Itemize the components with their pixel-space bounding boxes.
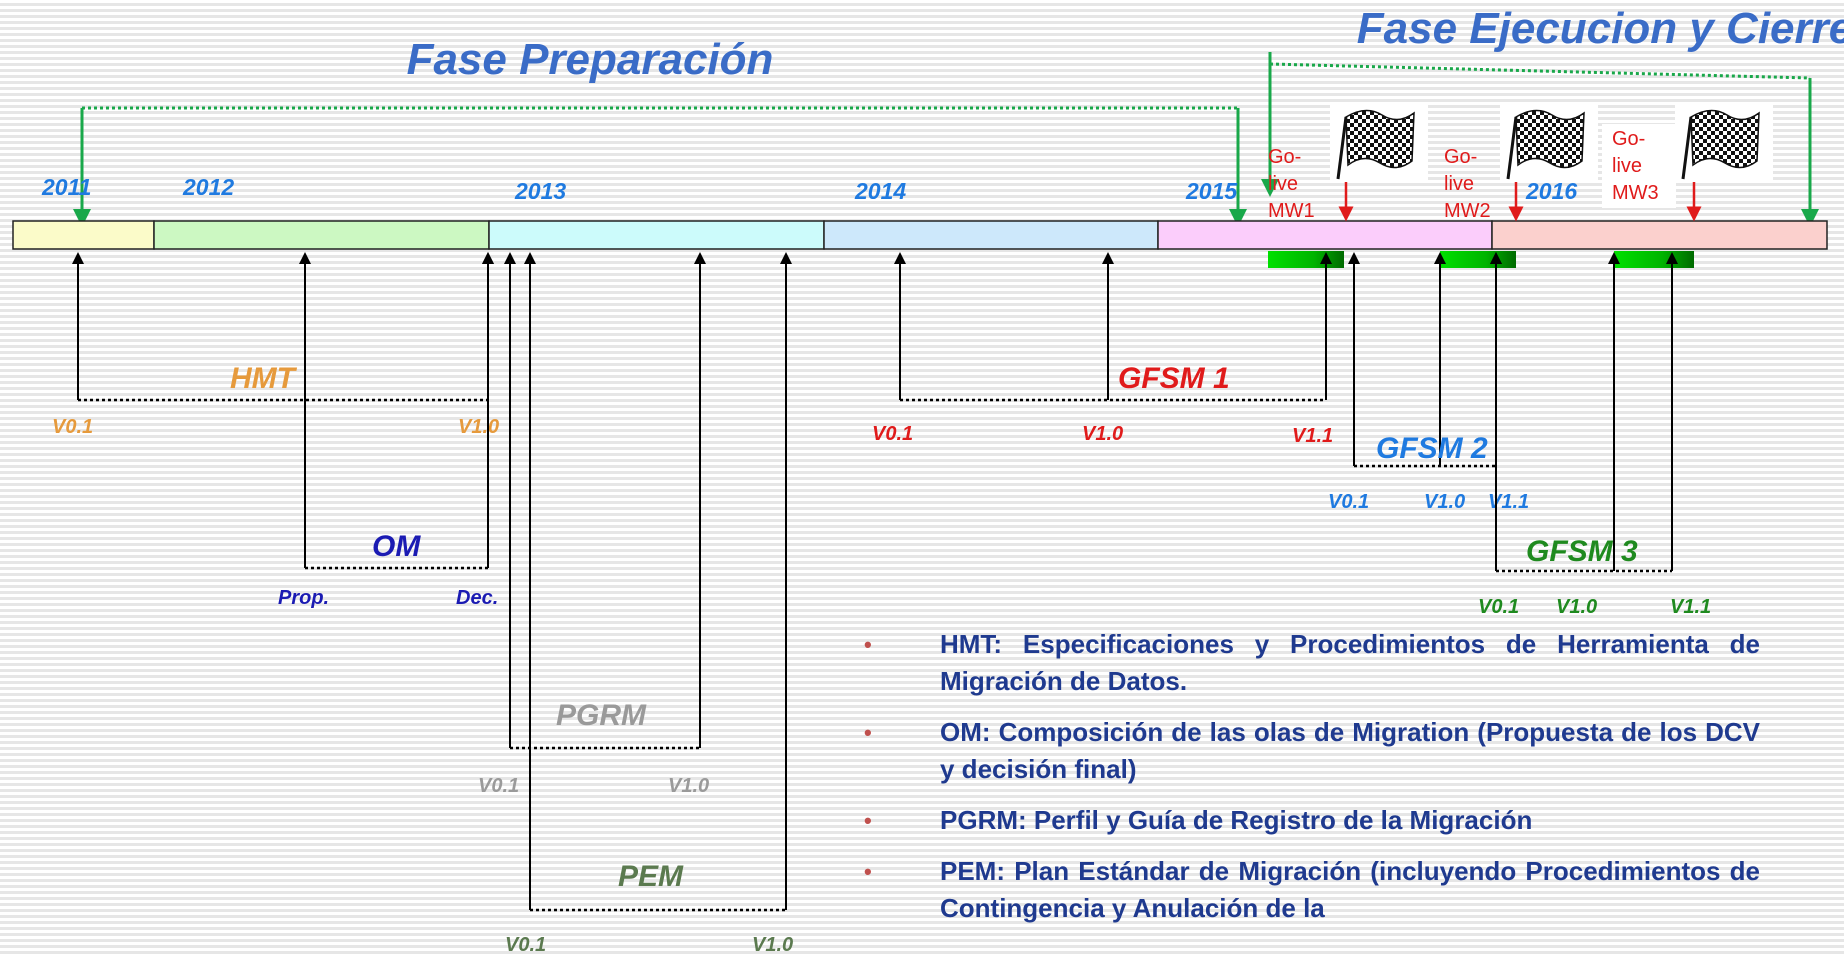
- year-label-2015: 2015: [1185, 178, 1238, 204]
- version-label: V0.1: [505, 934, 546, 956]
- version-label: V0.1: [1328, 491, 1369, 513]
- track-gfsm3: GFSM 3 V0.1 V1.0 V1.1: [1478, 252, 1711, 618]
- version-label: V0.1: [872, 423, 913, 445]
- version-label: V1.0: [458, 416, 499, 438]
- legend-item-pem: • PEM: Plan Estándar de Migración (inclu…: [860, 853, 1760, 927]
- bullet-icon: •: [864, 632, 872, 657]
- year-label-2014: 2014: [854, 178, 906, 204]
- version-label: V1.0: [752, 934, 793, 956]
- legend-item-om: • OM: Composición de las olas de Migrati…: [860, 714, 1760, 788]
- version-label: V0.1: [52, 416, 93, 438]
- version-label: V1.0: [668, 775, 709, 797]
- version-label: V1.0: [1556, 596, 1597, 618]
- year-segment-2015: [1157, 220, 1493, 250]
- legend-item-pgrm: • PGRM: Perfil y Guía de Registro de la …: [860, 802, 1760, 839]
- track-pgrm: PGRM V0.1 V1.0: [478, 252, 709, 797]
- svg-text:Go-: Go-: [1268, 146, 1301, 168]
- version-label: Dec.: [456, 587, 498, 609]
- track-label-om: OM: [372, 530, 421, 563]
- track-om: OM Prop. Dec.: [278, 252, 498, 609]
- golive-window-mw2: [1440, 251, 1516, 268]
- track-label-gfsm2: GFSM 2: [1376, 432, 1488, 465]
- golive-window-mw1: [1268, 251, 1344, 268]
- track-label-pgrm: PGRM: [556, 699, 647, 732]
- svg-text:MW2: MW2: [1444, 200, 1491, 222]
- year-label-2011: 2011: [41, 174, 91, 200]
- svg-text:Go-: Go-: [1612, 128, 1645, 150]
- version-label: V1.0: [1424, 491, 1465, 513]
- year-label-2013: 2013: [514, 178, 566, 204]
- track-label-gfsm3: GFSM 3: [1526, 535, 1638, 568]
- phase-bracket-preparation: [73, 106, 1247, 227]
- svg-text:Go-: Go-: [1444, 146, 1477, 168]
- bullet-icon: •: [864, 720, 872, 745]
- bullet-icon: •: [864, 859, 872, 884]
- legend-item-hmt: • HMT: Especificaciones y Procedimientos…: [860, 626, 1760, 700]
- phase-title-execution: Fase Ejecucion y Cierre: [1357, 4, 1844, 53]
- track-label-gfsm1: GFSM 1: [1118, 362, 1230, 395]
- checkered-flag-icon: [1500, 103, 1598, 183]
- year-segment-2011: [12, 220, 155, 250]
- phase-bracket-execution: [1261, 52, 1819, 227]
- year-segment-2012: [153, 220, 490, 250]
- version-label: V0.1: [1478, 596, 1519, 618]
- year-label-2012: 2012: [182, 174, 234, 200]
- phase-title-preparation: Fase Preparación: [407, 35, 774, 84]
- track-label-pem: PEM: [618, 860, 684, 893]
- golive-label-mw2: Go- live MW2: [1444, 146, 1491, 222]
- svg-text:live: live: [1268, 173, 1298, 195]
- track-pem: PEM V0.1 V1.0: [505, 252, 793, 956]
- year-segment-2014: [823, 220, 1159, 250]
- version-label: V1.0: [1082, 423, 1123, 445]
- golive-label-mw3: Go- live MW3: [1602, 124, 1676, 208]
- golive-window-mw3: [1614, 251, 1694, 268]
- track-hmt: HMT V0.1 V1.0: [52, 252, 499, 438]
- year-band: [12, 220, 1828, 250]
- version-label: V1.1: [1488, 491, 1529, 513]
- svg-text:MW3: MW3: [1612, 182, 1659, 204]
- golive-label-mw1: Go- live MW1: [1268, 146, 1315, 222]
- track-label-hmt: HMT: [230, 362, 298, 395]
- track-gfsm1: GFSM 1 V0.1 V1.0 V1.1: [872, 252, 1333, 447]
- version-label: Prop.: [278, 587, 329, 609]
- year-segment-2016: [1491, 220, 1828, 250]
- version-label: V1.1: [1670, 596, 1711, 618]
- legend-list: • HMT: Especificaciones y Procedimientos…: [860, 626, 1760, 941]
- bullet-icon: •: [864, 808, 872, 833]
- svg-text:MW1: MW1: [1268, 200, 1315, 222]
- track-gfsm2: GFSM 2 V0.1 V1.0 V1.1: [1328, 252, 1529, 513]
- version-label: V1.1: [1292, 425, 1333, 447]
- year-segment-2013: [488, 220, 825, 250]
- version-label: V0.1: [478, 775, 519, 797]
- legend-text: HMT: Especificaciones y Procedimientos d…: [940, 629, 1760, 696]
- legend-text: PEM: Plan Estándar de Migración (incluye…: [940, 856, 1760, 923]
- legend-text: PGRM: Perfil y Guía de Registro de la Mi…: [940, 805, 1533, 835]
- checkered-flag-icon: [1675, 103, 1773, 183]
- svg-text:live: live: [1612, 155, 1642, 177]
- checkered-flag-icon: [1330, 103, 1428, 183]
- legend-text: OM: Composición de las olas de Migration…: [940, 717, 1760, 784]
- svg-text:live: live: [1444, 173, 1474, 195]
